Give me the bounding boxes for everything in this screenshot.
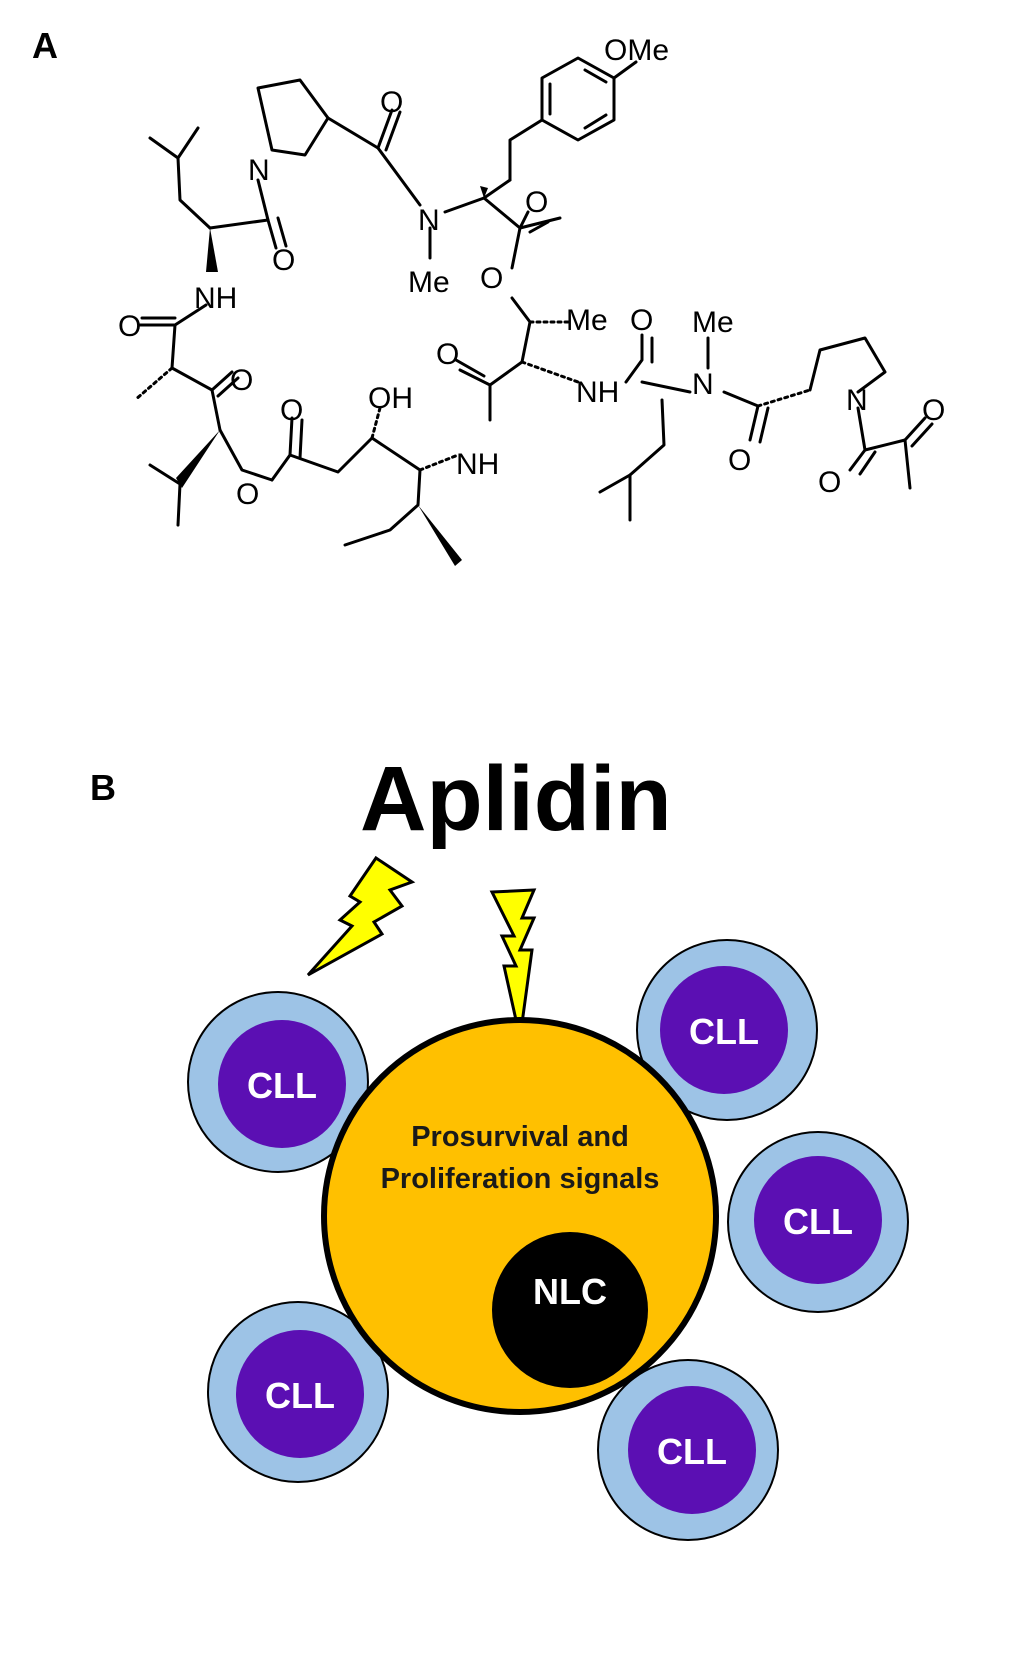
- cll-cell: CLL: [597, 1359, 779, 1541]
- atom-n: N: [418, 204, 440, 237]
- nlc-nucleus: [492, 1232, 648, 1388]
- aplidin-title: Aplidin: [360, 748, 672, 850]
- signal-text-line2: Proliferation signals: [381, 1163, 660, 1195]
- cll-label: CLL: [689, 1011, 759, 1052]
- atom-n: N: [248, 154, 270, 187]
- nlc-label: NLC: [533, 1271, 607, 1312]
- cll-label: CLL: [783, 1201, 853, 1242]
- atom-o: O: [525, 186, 548, 219]
- atom-o: O: [436, 338, 459, 371]
- atom-o: O: [236, 478, 259, 511]
- nlc-cell: NLC Prosurvival and Proliferation signal…: [321, 1017, 719, 1415]
- atom-oh: OH: [368, 382, 413, 415]
- atom-o: O: [230, 364, 253, 397]
- atom-o: O: [380, 86, 403, 119]
- cll-label: CLL: [265, 1375, 335, 1416]
- atom-nh: NH: [194, 282, 237, 315]
- atom-o: O: [728, 444, 751, 477]
- atom-o: O: [630, 304, 653, 337]
- atom-n: N: [846, 384, 868, 417]
- atom-me: Me: [408, 266, 450, 299]
- aplidin-structure: OMe O N O N Me O NH O O O O Me O O OH NH…: [118, 34, 945, 566]
- cll-cell: CLL: [207, 1301, 389, 1483]
- atom-me: Me: [692, 306, 734, 339]
- atom-ome: OMe: [604, 34, 669, 67]
- atom-nh: NH: [456, 448, 499, 481]
- atom-o: O: [480, 262, 503, 295]
- atom-o: O: [922, 394, 945, 427]
- panel-a-label: A: [32, 25, 58, 66]
- atom-me: Me: [566, 304, 608, 337]
- lightning-icon: [306, 855, 416, 977]
- cll-cell: CLL: [727, 1131, 909, 1313]
- atom-o: O: [280, 394, 303, 427]
- signal-text-line1: Prosurvival and: [411, 1121, 629, 1153]
- atom-o: O: [818, 466, 841, 499]
- cll-label: CLL: [657, 1431, 727, 1472]
- panel-b-label: B: [90, 767, 116, 808]
- lightning-icon: [489, 888, 537, 1039]
- atom-n: N: [692, 368, 714, 401]
- atom-o: O: [272, 244, 295, 277]
- atom-o: O: [118, 310, 141, 343]
- atom-nh: NH: [576, 376, 619, 409]
- cll-cell: CLL: [187, 991, 369, 1173]
- cll-cell: CLL: [636, 939, 818, 1121]
- cll-label: CLL: [247, 1065, 317, 1106]
